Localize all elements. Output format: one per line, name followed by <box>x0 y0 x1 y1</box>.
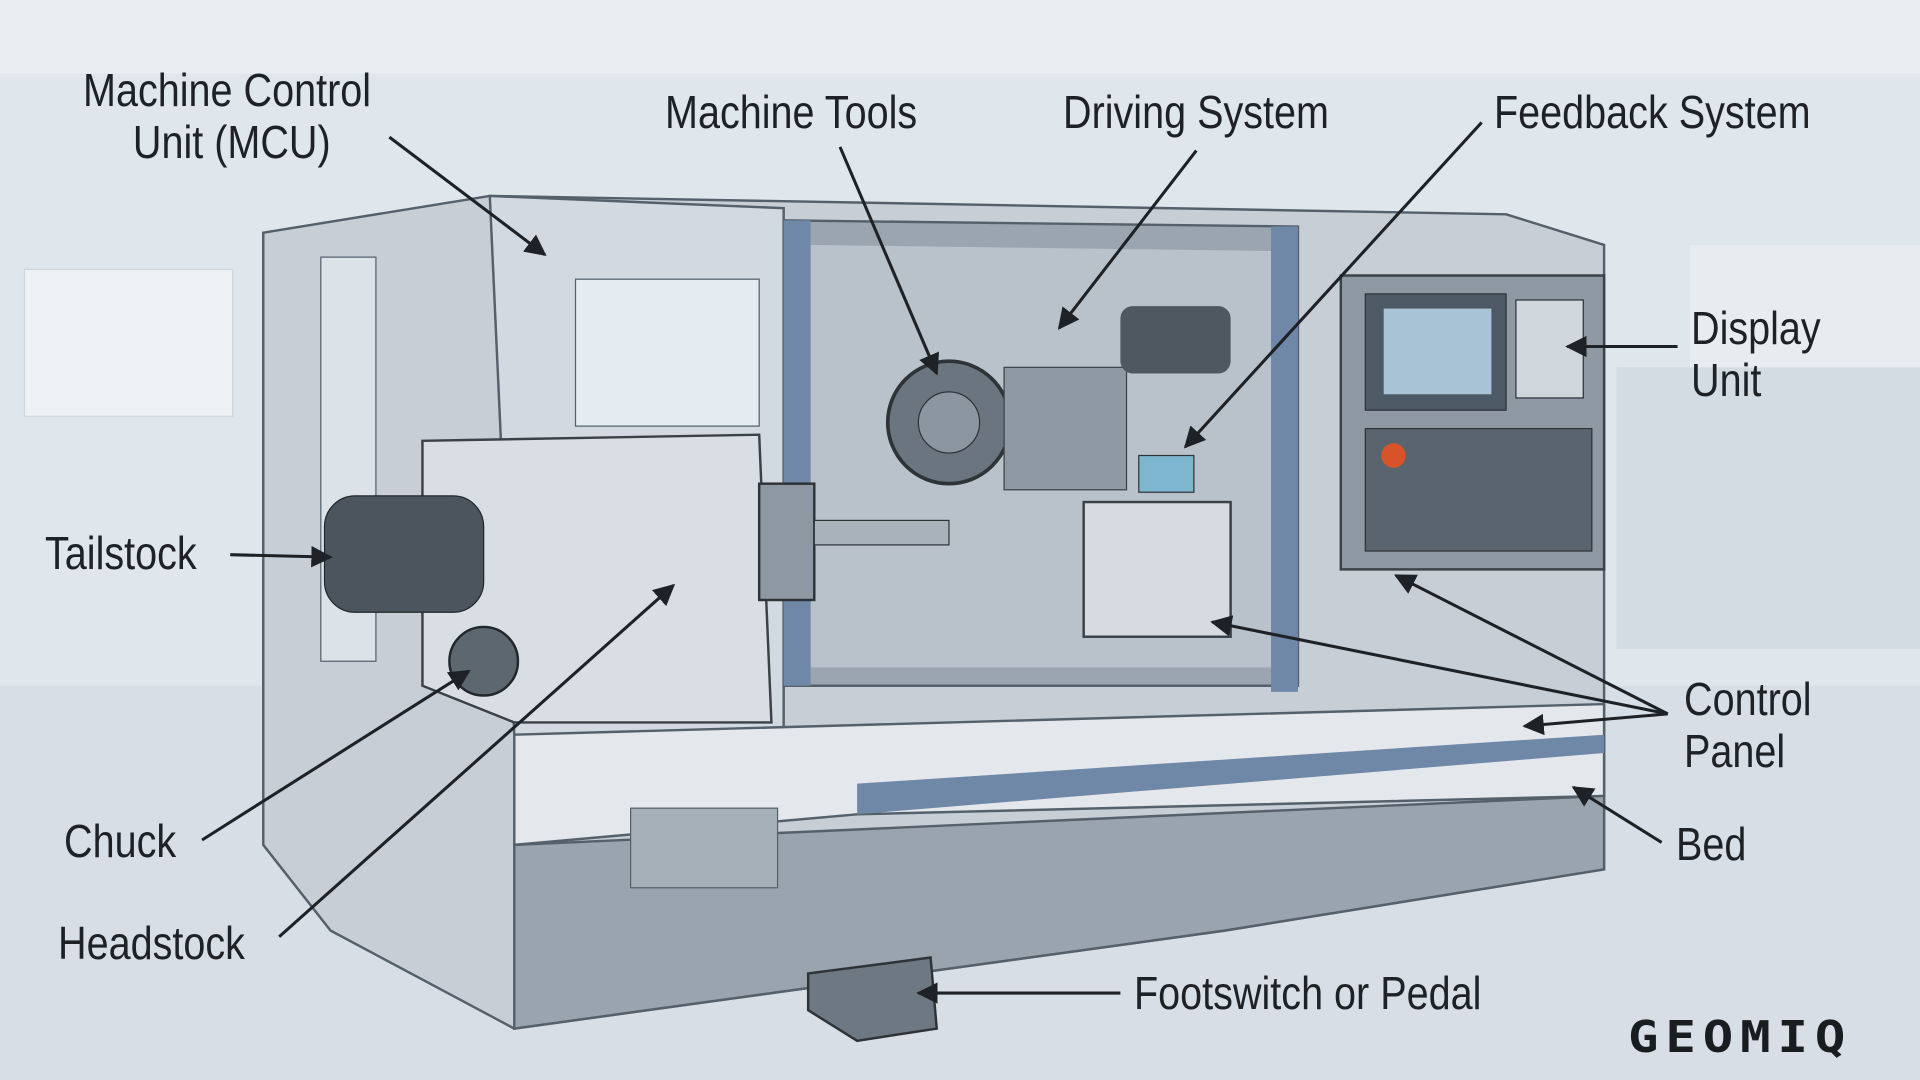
lathe-machine <box>262 194 1606 1043</box>
geomiq-logo: GEOMIQ <box>1628 1012 1853 1063</box>
label-display-unit: Display Unit <box>1691 302 1821 406</box>
label-headstock: Headstock <box>58 917 245 969</box>
label-footswitch: Footswitch or Pedal <box>1134 967 1482 1019</box>
label-display-line2: Unit <box>1691 354 1762 406</box>
label-control-line1: Control <box>1684 673 1812 725</box>
machine-tools-arrow <box>838 146 940 376</box>
control-panel-arrow-3 <box>1522 712 1668 736</box>
label-chuck: Chuck <box>64 815 177 867</box>
label-mcu: Machine Control Unit (MCU) <box>83 64 371 168</box>
label-feedback-system: Feedback System <box>1494 86 1811 138</box>
label-display-line1: Display <box>1691 302 1821 354</box>
feedback-system-arrow <box>1183 121 1483 449</box>
control-panel-arrow-1 <box>1210 615 1669 716</box>
label-mcu-line2: Unit (MCU) <box>132 116 331 168</box>
tailstock-arrow <box>230 545 333 568</box>
chuck-arrow <box>201 669 471 842</box>
label-driving-system: Driving System <box>1063 86 1329 138</box>
label-control-line2: Panel <box>1684 725 1786 777</box>
label-mcu-line1: Machine Control <box>83 64 372 116</box>
headstock-arrow <box>278 583 676 938</box>
label-tailstock: Tailstock <box>45 527 197 579</box>
driving-system-arrow <box>1057 149 1198 330</box>
mcu-arrow <box>388 135 547 256</box>
label-control-panel: Control Panel <box>1684 673 1812 777</box>
control-panel-arrow-2 <box>1394 574 1669 716</box>
label-bed: Bed <box>1676 818 1747 870</box>
label-machine-tools: Machine Tools <box>665 86 918 138</box>
bed-arrow <box>1571 786 1663 844</box>
